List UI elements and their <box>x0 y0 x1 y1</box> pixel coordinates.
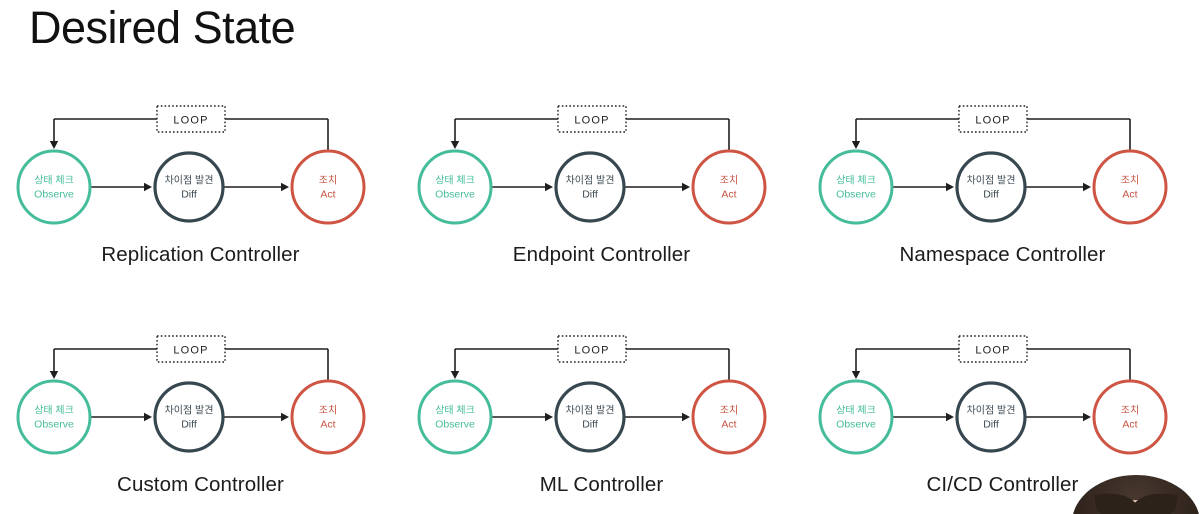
observe-label-en: Observe <box>34 419 74 431</box>
loop-box <box>957 105 1028 133</box>
act-node <box>1092 379 1167 455</box>
diagram-title: CI/CD Controller <box>926 473 1079 496</box>
diff-label-kr: 차이점 발견 <box>966 405 1015 417</box>
act-label-kr: 조치 <box>318 405 336 417</box>
diff-label-en: Diff <box>181 419 197 431</box>
presenter-webcam <box>1070 472 1204 514</box>
observe-label-kr: 상태 체크 <box>836 405 876 417</box>
diagram-cell-custom: LOOP 상태 체크 Observe 차이점 발견 Diff 조치 Act Cu… <box>0 328 401 500</box>
loop-label: LOOP <box>173 345 208 357</box>
observe-label-kr: 상태 체크 <box>34 175 74 187</box>
observe-node <box>417 379 492 455</box>
loop-connector-lines <box>854 118 1131 188</box>
observe-label-en: Observe <box>34 189 74 201</box>
act-label-kr: 조치 <box>719 405 737 417</box>
observe-label-kr: 상태 체크 <box>435 405 475 417</box>
act-node <box>691 379 766 455</box>
loop-box <box>155 335 226 363</box>
act-label-en: Act <box>320 419 335 431</box>
act-label-kr: 조치 <box>1120 405 1138 417</box>
loop-connector-lines <box>854 348 1131 418</box>
observe-label-en: Observe <box>435 419 475 431</box>
loop-box <box>957 335 1028 363</box>
diff-node <box>152 381 225 453</box>
arrowheads <box>450 371 690 422</box>
act-label-kr: 조치 <box>318 175 336 187</box>
diagram-cell-cicd: LOOP 상태 체크 Observe 차이점 발견 Diff 조치 Act CI… <box>802 328 1203 500</box>
diagram-title: Namespace Controller <box>899 243 1106 266</box>
diagram-cell-replication: LOOP 상태 체크 Observe 차이점 발견 Diff 조치 Act Re… <box>0 98 401 270</box>
observe-node <box>417 149 492 225</box>
act-node <box>691 149 766 225</box>
observe-label-kr: 상태 체크 <box>34 405 74 417</box>
diff-node <box>152 151 225 223</box>
loop-label: LOOP <box>574 115 609 127</box>
act-node <box>290 379 365 455</box>
diff-label-kr: 차이점 발견 <box>565 405 614 417</box>
act-label-en: Act <box>1122 189 1137 201</box>
diagram-title: Replication Controller <box>101 243 300 266</box>
loop-connector-lines <box>52 118 329 188</box>
control-loop-diagram: LOOP 상태 체크 Observe 차이점 발견 Diff 조치 Act <box>818 335 1167 455</box>
diff-label-kr: 차이점 발견 <box>966 175 1015 187</box>
diagram-cell-endpoint: LOOP 상태 체크 Observe 차이점 발견 Diff 조치 Act En… <box>401 98 802 270</box>
diff-label-en: Diff <box>582 419 598 431</box>
observe-node <box>818 149 893 225</box>
loop-connector-lines <box>52 348 329 418</box>
loop-connector-lines <box>453 118 730 188</box>
loop-label: LOOP <box>975 345 1010 357</box>
diagram-cell-ml: LOOP 상태 체크 Observe 차이점 발견 Diff 조치 Act ML… <box>401 328 802 500</box>
diff-node <box>553 381 626 453</box>
arrowheads <box>49 141 289 192</box>
diff-label-en: Diff <box>582 189 598 201</box>
diagram-title: ML Controller <box>539 473 664 496</box>
observe-label-en: Observe <box>435 189 475 201</box>
loop-box <box>155 105 226 133</box>
diff-label-en: Diff <box>983 419 999 431</box>
loop-connector-lines <box>453 348 730 418</box>
diff-node <box>553 151 626 223</box>
control-loop-diagram: LOOP 상태 체크 Observe 차이점 발견 Diff 조치 Act <box>818 105 1167 225</box>
act-label-kr: 조치 <box>1120 175 1138 187</box>
observe-label-en: Observe <box>836 419 876 431</box>
loop-label: LOOP <box>574 345 609 357</box>
control-loop-diagram: LOOP 상태 체크 Observe 차이점 발견 Diff 조치 Act <box>16 335 365 455</box>
control-loop-diagram: LOOP 상태 체크 Observe 차이점 발견 Diff 조치 Act <box>417 335 766 455</box>
loop-label: LOOP <box>975 115 1010 127</box>
diagram-title: Endpoint Controller <box>512 243 691 266</box>
act-node <box>290 149 365 225</box>
act-label-en: Act <box>721 189 736 201</box>
loop-box <box>556 335 627 363</box>
observe-label-kr: 상태 체크 <box>836 175 876 187</box>
loop-box <box>556 105 627 133</box>
diff-node <box>954 151 1027 223</box>
diff-label-kr: 차이점 발견 <box>164 405 213 417</box>
loop-label: LOOP <box>173 115 208 127</box>
observe-label-en: Observe <box>836 189 876 201</box>
act-label-en: Act <box>721 419 736 431</box>
control-loop-diagram: LOOP 상태 체크 Observe 차이점 발견 Diff 조치 Act <box>417 105 766 225</box>
controller-diagram-grid: LOOP 상태 체크 Observe 차이점 발견 Diff 조치 Act Re… <box>0 98 1204 500</box>
diff-label-kr: 차이점 발견 <box>565 175 614 187</box>
arrowheads <box>450 141 690 192</box>
act-node <box>1092 149 1167 225</box>
slide-title: Desired State <box>29 2 296 53</box>
arrowheads <box>851 141 1091 192</box>
diff-label-en: Diff <box>181 189 197 201</box>
diff-node <box>954 381 1027 453</box>
observe-label-kr: 상태 체크 <box>435 175 475 187</box>
act-label-kr: 조치 <box>719 175 737 187</box>
diagram-title: Custom Controller <box>117 473 284 496</box>
arrowheads <box>49 371 289 422</box>
observe-node <box>16 379 91 455</box>
diagram-cell-namespace: LOOP 상태 체크 Observe 차이점 발견 Diff 조치 Act Na… <box>802 98 1203 270</box>
arrowheads <box>851 371 1091 422</box>
act-label-en: Act <box>1122 419 1137 431</box>
observe-node <box>818 379 893 455</box>
control-loop-diagram: LOOP 상태 체크 Observe 차이점 발견 Diff 조치 Act <box>16 105 365 225</box>
diff-label-kr: 차이점 발견 <box>164 175 213 187</box>
observe-node <box>16 149 91 225</box>
act-label-en: Act <box>320 189 335 201</box>
diff-label-en: Diff <box>983 189 999 201</box>
